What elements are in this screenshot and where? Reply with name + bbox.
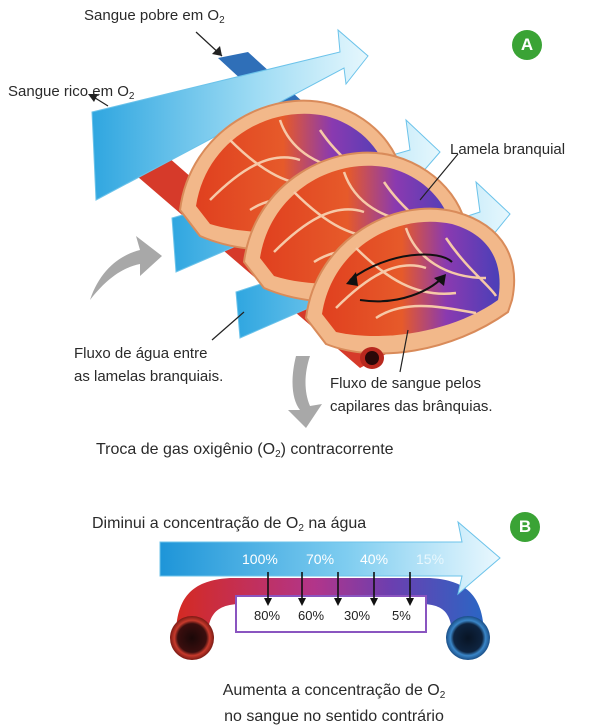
caption-a: Troca de gas oxigênio (O2) contracorrent… xyxy=(96,441,394,460)
blood-pct-4: 5% xyxy=(392,608,411,623)
label-rich-blood: Sangue rico em O2 xyxy=(8,83,135,102)
badge-b: B xyxy=(510,512,540,542)
blood-vessel-b xyxy=(170,578,490,660)
arrowhead-poor-blood xyxy=(212,46,222,56)
water-pct-1: 100% xyxy=(242,551,278,567)
water-arrow-1 xyxy=(91,28,369,201)
label-lamella: Lamela branquial xyxy=(450,141,566,158)
badge-a: A xyxy=(512,30,542,60)
arrowhead-rich-blood xyxy=(88,94,98,102)
water-pct-2: 70% xyxy=(306,551,335,567)
diffusion-arrows xyxy=(267,572,411,602)
water-arrow-b xyxy=(159,520,501,596)
label-blood-increase: Aumenta a concentração de O2 no sangue n… xyxy=(222,682,446,725)
leader-lines xyxy=(91,31,459,373)
blood-pct-2: 60% xyxy=(298,608,325,623)
water-pct-4: 15% xyxy=(416,551,445,567)
water-outflow-arrow xyxy=(288,356,322,428)
label-water-flow: Fluxo de água entre as lamelas branquiai… xyxy=(74,345,224,385)
blood-vessel-red-opening xyxy=(360,347,384,369)
gill-lamella-3 xyxy=(304,207,516,355)
blood-pct-1: 80% xyxy=(254,608,281,623)
diffusion-arrowheads xyxy=(264,598,414,606)
water-inflow-arrow xyxy=(90,236,162,300)
label-water-decrease: Diminui a concentração de O2 na água xyxy=(92,515,367,534)
label-blood-flow: Fluxo de sangue pelos capilares das brân… xyxy=(330,375,493,415)
label-poor-blood: Sangue pobre em O2 xyxy=(84,7,225,26)
water-pct-3: 40% xyxy=(360,551,389,567)
blood-pct-3: 30% xyxy=(344,608,371,623)
